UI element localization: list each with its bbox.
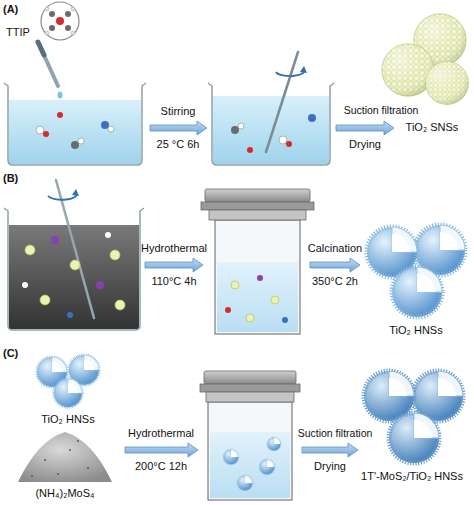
process-label: Drying bbox=[349, 138, 381, 151]
process-label: 25 °C 6h bbox=[157, 138, 200, 151]
process-label: TiO₂ SNSs bbox=[406, 121, 459, 134]
process-label: TiO₂ HNSs bbox=[389, 324, 442, 337]
ttip-molecule-inset bbox=[41, 2, 79, 40]
hollow-nanosphere-cluster bbox=[367, 225, 465, 317]
process-label: Stirring bbox=[161, 105, 196, 118]
panel-letter: (A) bbox=[3, 3, 18, 16]
process-label: Drying bbox=[314, 460, 346, 473]
process-label: TiO₂ HNSs bbox=[41, 413, 94, 426]
stirred-beaker bbox=[208, 52, 334, 165]
process-label: 200°C 12h bbox=[135, 460, 187, 473]
process-arrow bbox=[125, 443, 198, 457]
powder-pile bbox=[18, 432, 112, 482]
panel-letter: (C) bbox=[3, 347, 18, 360]
process-label: Calcination bbox=[308, 242, 362, 255]
panel-letter: (B) bbox=[3, 172, 18, 185]
process-label: Hydrothermal bbox=[128, 427, 194, 440]
solid-nanosphere-cluster bbox=[382, 14, 469, 105]
process-arrow bbox=[302, 443, 358, 457]
process-label: Suction filtration bbox=[344, 104, 419, 117]
process-label: Suction filtration bbox=[298, 427, 373, 440]
process-label: 110°C 4h bbox=[151, 275, 196, 288]
coated-hollow-nanosphere-cluster bbox=[364, 371, 463, 463]
process-label: 1T'-MoS₂/TiO₂ HNSs bbox=[361, 470, 463, 483]
process-arrow bbox=[336, 121, 394, 135]
process-arrow bbox=[145, 258, 203, 272]
process-label: Hydrothermal bbox=[141, 242, 207, 255]
autoclave bbox=[201, 189, 314, 334]
hollow-nanosphere-cluster bbox=[37, 355, 99, 407]
precursor-beaker bbox=[4, 180, 144, 330]
process-label: TTIP bbox=[6, 26, 30, 39]
beaker bbox=[4, 83, 146, 165]
process-label: 350°C 2h bbox=[312, 275, 358, 288]
autoclave bbox=[200, 371, 300, 500]
pipette bbox=[38, 42, 63, 99]
process-arrow bbox=[150, 121, 207, 135]
process-label: (NH₄)₂MoS₄ bbox=[35, 487, 94, 500]
process-arrow bbox=[310, 258, 360, 272]
